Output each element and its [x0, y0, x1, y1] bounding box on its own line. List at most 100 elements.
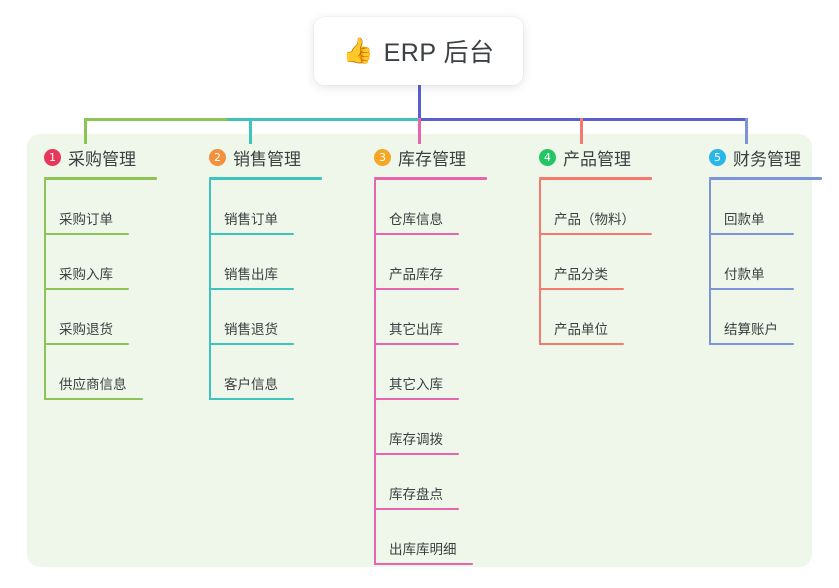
menu-item-underline [209, 233, 294, 235]
menu-item[interactable]: 销售出库 [197, 235, 322, 290]
chart-background-panel [27, 134, 812, 567]
menu-item[interactable]: 供应商信息 [32, 345, 157, 400]
menu-item[interactable]: 付款单 [697, 235, 822, 290]
menu-item-label: 其它入库 [389, 377, 443, 392]
menu-item[interactable]: 采购订单 [32, 180, 157, 235]
column-spine [709, 180, 711, 345]
thumbs-up-icon: 👍 [342, 36, 374, 65]
column-spine [539, 180, 541, 345]
menu-item[interactable]: 库存调拨 [362, 400, 487, 455]
menu-item-underline [539, 288, 624, 290]
menu-item-underline [374, 288, 459, 290]
menu-item-underline [374, 453, 459, 455]
root-node-erp-backend[interactable]: 👍 ERP 后台 [314, 17, 523, 85]
menu-item-underline [44, 288, 129, 290]
column-采购管理: 1 采购管理采购订单采购入库采购退货供应商信息 [32, 144, 157, 400]
menu-item[interactable]: 出库库明细 [362, 510, 487, 565]
connector-drop-column-5 [745, 118, 748, 144]
column-header-underline [374, 177, 487, 180]
menu-item-underline [374, 563, 473, 565]
menu-item[interactable]: 采购入库 [32, 235, 157, 290]
menu-item-label: 产品单位 [554, 322, 608, 337]
connector-drop-column-2 [249, 118, 252, 144]
column-title: 财务管理 [733, 149, 801, 169]
menu-item-underline [209, 288, 294, 290]
menu-item[interactable]: 产品单位 [527, 290, 652, 345]
column-header-3[interactable]: 3 库存管理 [362, 144, 487, 170]
menu-item-label: 产品（物料） [554, 212, 635, 227]
column-items: 仓库信息产品库存其它出库其它入库库存调拨库存盘点出库库明细 [362, 180, 487, 565]
menu-item[interactable]: 采购退货 [32, 290, 157, 345]
menu-item-underline [374, 398, 459, 400]
menu-item-underline [539, 343, 624, 345]
column-header-underline [209, 177, 322, 180]
column-title: 产品管理 [563, 149, 631, 169]
column-number-badge: 5 [709, 148, 726, 166]
column-header-underline [44, 177, 157, 180]
column-title: 库存管理 [398, 149, 466, 169]
menu-item-label: 客户信息 [224, 377, 278, 392]
menu-item[interactable]: 仓库信息 [362, 180, 487, 235]
menu-item[interactable]: 产品库存 [362, 235, 487, 290]
menu-item[interactable]: 销售退货 [197, 290, 322, 345]
menu-item-label: 付款单 [724, 267, 765, 282]
column-number-badge: 3 [374, 148, 391, 166]
menu-item[interactable]: 结算账户 [697, 290, 822, 345]
menu-item-label: 库存盘点 [389, 487, 443, 502]
menu-item-underline [44, 398, 143, 400]
menu-item-underline [44, 233, 129, 235]
column-items: 回款单付款单结算账户 [697, 180, 822, 345]
menu-item[interactable]: 产品（物料） [527, 180, 652, 235]
column-items: 产品（物料） 产品分类产品单位 [527, 180, 652, 345]
menu-item[interactable]: 库存盘点 [362, 455, 487, 510]
menu-item[interactable]: 其它入库 [362, 345, 487, 400]
menu-item-label: 销售订单 [224, 212, 278, 227]
menu-item-underline [44, 343, 129, 345]
connector-root-stem [418, 85, 421, 119]
menu-item-underline [374, 508, 459, 510]
menu-item-label: 销售退货 [224, 322, 278, 337]
column-spine [44, 180, 46, 400]
menu-item-label: 结算账户 [724, 322, 778, 337]
menu-item-underline [539, 233, 652, 235]
menu-item[interactable]: 回款单 [697, 180, 822, 235]
menu-item-label: 仓库信息 [389, 212, 443, 227]
column-header-1[interactable]: 1 采购管理 [32, 144, 157, 170]
menu-item-label: 回款单 [724, 212, 765, 227]
menu-item-underline [709, 233, 794, 235]
column-number-badge: 1 [44, 148, 61, 166]
connector-drop-column-3 [418, 118, 421, 144]
column-财务管理: 5 财务管理回款单付款单结算账户 [697, 144, 822, 345]
menu-item-label: 产品分类 [554, 267, 608, 282]
menu-item-label: 销售出库 [224, 267, 278, 282]
root-node-title: ERP 后台 [383, 39, 495, 67]
menu-item-label: 出库库明细 [389, 542, 457, 557]
connector-drop-column-1 [84, 118, 87, 144]
menu-item-underline [709, 288, 794, 290]
menu-item-underline [709, 343, 794, 345]
column-title: 销售管理 [233, 149, 301, 169]
menu-item-label: 库存调拨 [389, 432, 443, 447]
menu-item-label: 采购退货 [59, 322, 113, 337]
menu-item-label: 采购入库 [59, 267, 113, 282]
column-header-5[interactable]: 5 财务管理 [697, 144, 822, 170]
menu-item-label: 供应商信息 [59, 377, 127, 392]
menu-item[interactable]: 其它出库 [362, 290, 487, 345]
menu-item-underline [374, 233, 459, 235]
menu-item[interactable]: 客户信息 [197, 345, 322, 400]
connector-drop-column-4 [580, 118, 583, 144]
connector-bus-segment-1 [84, 118, 227, 121]
column-title: 采购管理 [68, 149, 136, 169]
column-header-underline [539, 177, 652, 180]
column-spine [209, 180, 211, 400]
menu-item-label: 其它出库 [389, 322, 443, 337]
menu-item-underline [209, 398, 294, 400]
menu-item-underline [209, 343, 294, 345]
menu-item[interactable]: 销售订单 [197, 180, 322, 235]
menu-item[interactable]: 产品分类 [527, 235, 652, 290]
